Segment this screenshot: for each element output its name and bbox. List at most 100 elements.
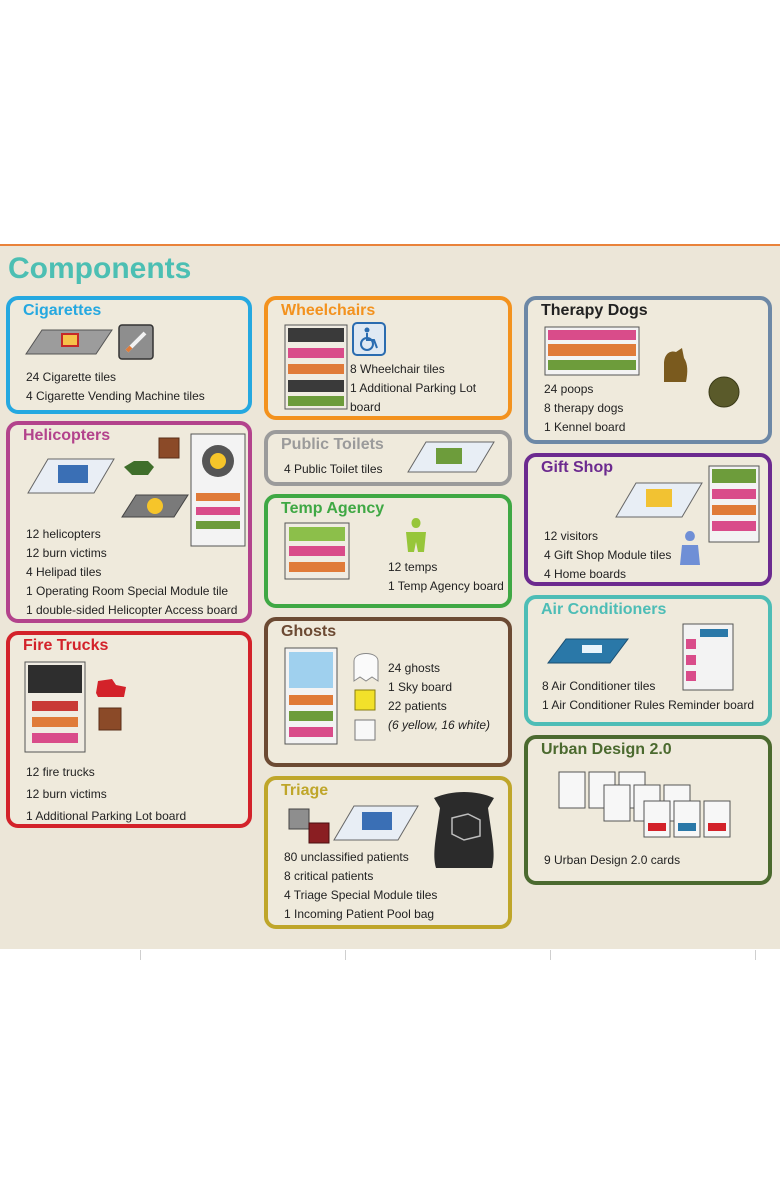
home-board-icon (708, 465, 760, 543)
list-item: 8 therapy dogs (544, 401, 624, 415)
panel-air-conditioners: Air Conditioners 8 Air Conditioner tiles… (524, 595, 772, 726)
panel-urban-design: Urban Design 2.0 9 Urban Design 2.0 card… (524, 735, 772, 885)
panel-title: Temp Agency (281, 500, 385, 517)
visitor-meeple-icon (680, 531, 700, 565)
list-item: 8 Air Conditioner tiles (542, 679, 656, 693)
panel-title: Wheelchairs (281, 302, 376, 319)
list-item: 24 poops (544, 382, 594, 396)
therapy-dog-icon (664, 348, 688, 382)
panel-title: Ghosts (281, 623, 337, 640)
list-item: 1 Sky board (388, 680, 453, 694)
unclassified-patient-cube-icon (288, 808, 310, 830)
page-title: Components (8, 252, 192, 285)
rules-reminder-board-icon (682, 623, 734, 691)
item-list: 8 Wheelchair tiles 1 Additional Parking … (350, 360, 476, 417)
item-list: 24 Cigarette tiles 4 Cigarette Vending M… (26, 368, 205, 406)
item-list: 12 temps 1 Temp Agency board (388, 558, 504, 596)
panel-gift-shop: Gift Shop 12 visitors 4 Gift Shop Module… (524, 453, 772, 586)
critical-patient-cube-icon (308, 822, 330, 844)
kennel-board-icon (544, 326, 640, 376)
panel-therapy-dogs: Therapy Dogs 24 poops 8 therapy dogs 1 K… (524, 296, 772, 444)
fire-truck-icon (96, 679, 126, 697)
cigarette-tile-icon (25, 329, 113, 355)
helicopter-icon (124, 461, 154, 475)
panel-wheelchairs: Wheelchairs 8 Wheelchair tiles 1 Additio… (264, 296, 512, 420)
list-item: 1 Temp Agency board (388, 579, 504, 593)
list-item: 1 double-sided Helicopter Access board (26, 603, 238, 617)
white-patient-cube-icon (354, 719, 376, 741)
item-list: 80 unclassified patients 8 critical pati… (284, 848, 437, 924)
gift-shop-tile-icon (615, 482, 703, 518)
wheelchair-icon (352, 322, 386, 356)
patient-pool-bag-icon (434, 792, 494, 868)
list-item: 8 critical patients (284, 869, 374, 883)
panel-temp-agency: Temp Agency 12 temps 1 Temp Agency board (264, 494, 512, 608)
item-list: 9 Urban Design 2.0 cards (544, 851, 680, 870)
list-item: 24 ghosts (388, 661, 441, 675)
panel-helicopters: Helicopters 12 helicopters 12 burn victi… (6, 421, 252, 623)
burn-victim-cube-icon (98, 707, 122, 731)
panel-fire-trucks: Fire Trucks 12 fire trucks 12 burn victi… (6, 631, 252, 828)
yellow-patient-cube-icon (354, 689, 376, 711)
list-item: 12 burn victims (26, 546, 107, 560)
parking-lot-board-icon (24, 661, 86, 753)
list-item: 12 visitors (544, 529, 599, 543)
list-item: 1 Air Conditioner Rules Reminder board (542, 698, 755, 712)
burn-victim-cube-icon (158, 437, 180, 459)
list-item: 1 Additional Parking Lot (350, 381, 477, 395)
list-item: 22 patients (388, 699, 447, 713)
panel-title: Fire Trucks (23, 637, 109, 654)
operating-room-tile-icon (27, 458, 115, 494)
sky-board-icon (284, 647, 338, 745)
temp-agency-board-icon (284, 522, 350, 580)
panel-triage: Triage 80 unclassified patients 8 critic… (264, 776, 512, 929)
urban-design-cards-icon (558, 771, 731, 838)
public-toilet-tile-icon (407, 441, 495, 473)
parking-lot-board-icon (284, 324, 348, 410)
list-item: 4 Helipad tiles (26, 565, 102, 579)
list-item: 24 Cigarette tiles (26, 370, 117, 384)
list-note: (6 yellow, 16 white) (388, 718, 491, 732)
panel-cigarettes: Cigarettes 24 Cigarette tiles 4 Cigarett… (6, 296, 252, 414)
list-item: 4 Triage Special Module tiles (284, 888, 438, 902)
list-item: 4 Public Toilet tiles (284, 462, 383, 476)
list-item: 4 Gift Shop Module tiles (544, 548, 672, 562)
item-list: 12 helicopters 12 burn victims 4 Helipad… (26, 525, 237, 620)
item-list: 4 Public Toilet tiles (284, 460, 383, 479)
panel-title: Therapy Dogs (541, 302, 648, 319)
panel-title: Air Conditioners (541, 601, 667, 618)
list-item: 12 burn victims (26, 787, 107, 801)
list-item: 4 Cigarette Vending Machine tiles (26, 389, 205, 403)
vending-machine-tile-icon (118, 324, 154, 360)
item-list: 24 ghosts 1 Sky board 22 patients (6 yel… (388, 659, 490, 735)
item-list: 12 visitors 4 Gift Shop Module tiles 4 H… (544, 527, 671, 584)
item-list: 8 Air Conditioner tiles 1 Air Conditione… (542, 677, 754, 715)
panel-title: Helicopters (23, 427, 111, 444)
list-item: 1 Additional Parking Lot board (26, 809, 187, 823)
list-item: 9 Urban Design 2.0 cards (544, 853, 681, 867)
temp-meeple-icon (406, 518, 426, 552)
panel-title: Triage (281, 782, 329, 799)
list-item: 4 Home boards (544, 567, 627, 581)
list-item: 1 Incoming Patient Pool bag (284, 907, 435, 921)
panel-ghosts: Ghosts 24 ghosts 1 Sky board 22 patients… (264, 617, 512, 767)
triage-tile-icon (333, 805, 419, 841)
item-list: 24 poops 8 therapy dogs 1 Kennel board (544, 380, 625, 437)
list-item: 80 unclassified patients (284, 850, 409, 864)
list-item: 1 Kennel board (544, 420, 626, 434)
accent-line (0, 244, 780, 246)
item-list: 12 fire trucks 12 burn victims 1 Additio… (26, 761, 186, 827)
poop-token-icon (708, 376, 740, 408)
list-item: 1 Operating Room Special Module tile (26, 584, 229, 598)
list-item: board (350, 400, 381, 414)
list-item: 12 helicopters (26, 527, 101, 541)
panel-public-toilets: Public Toilets 4 Public Toilet tiles (264, 430, 512, 486)
ghost-icon (353, 653, 379, 682)
panel-title: Urban Design 2.0 (541, 741, 672, 758)
list-item: 12 fire trucks (26, 765, 95, 779)
page-ticks (0, 950, 780, 962)
air-conditioner-tile-icon (547, 638, 629, 664)
list-item: 8 Wheelchair tiles (350, 362, 445, 376)
helipad-tile-icon (121, 494, 189, 518)
panel-title: Public Toilets (281, 436, 384, 453)
